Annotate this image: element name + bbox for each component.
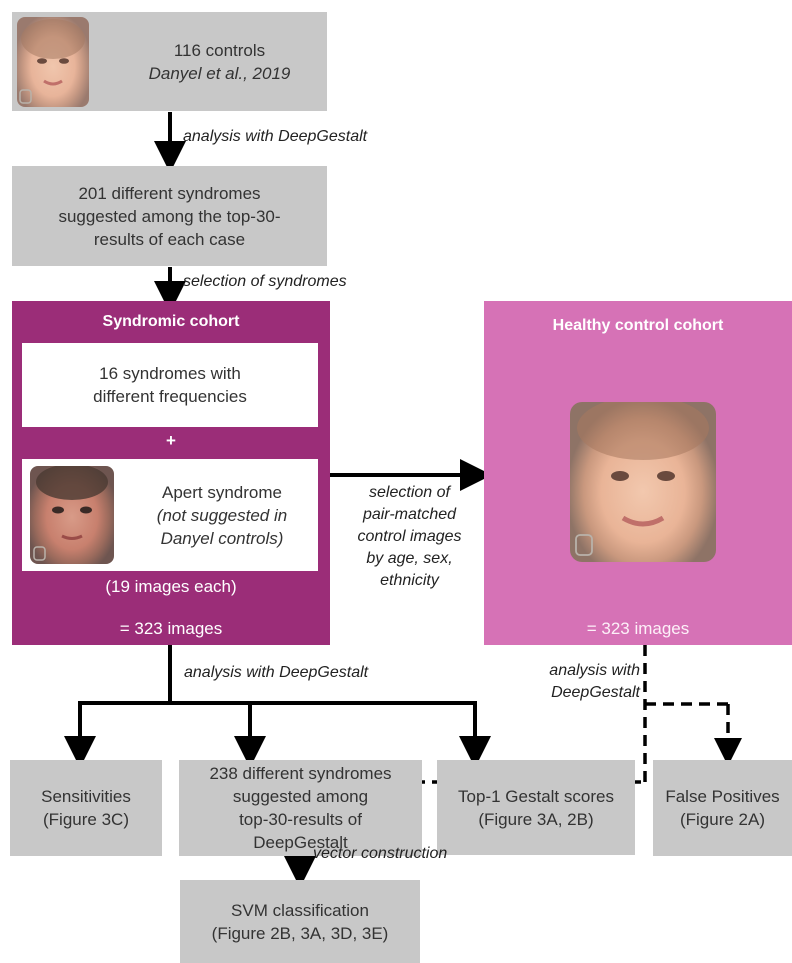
healthy-cohort-title: Healthy control cohort [552, 317, 724, 334]
syndromes-16-box: 16 syndromes with different frequencies [22, 343, 318, 427]
plus-sign: + [166, 431, 176, 450]
healthy-total: = 323 images [586, 619, 690, 638]
false-positives-box: False Positives (Figure 2A) [653, 760, 792, 856]
sensitivities-box: Sensitivities (Figure 3C) [10, 760, 162, 856]
syndromes-238-box: 238 different syndromes suggested among … [179, 760, 422, 856]
healthy-composite-face-image [570, 402, 716, 562]
svm-classification-box: SVM classification (Figure 2B, 3A, 3D, 3… [180, 880, 420, 963]
healthy-control-cohort-panel: Healthy control cohort = 323 images [484, 301, 792, 645]
syndromes-201-box: 201 different syndromes suggested among … [12, 166, 327, 266]
matching-criteria-label: selection of pair-matched control images… [357, 484, 462, 589]
step-label-selection: selection of syndromes [183, 273, 347, 290]
apert-syndrome-box: Apert syndrome (not suggested in Danyel … [22, 459, 318, 571]
controls-composite-face-image [17, 17, 89, 107]
step-label-vector: vector construction [313, 845, 448, 862]
controls-count: 116 controls [173, 40, 266, 60]
step-label-analysis-1: analysis with DeepGestalt [183, 128, 368, 145]
apert-title: Apert syndrome [162, 482, 282, 502]
controls-citation: Danyel et al., 2019 [148, 63, 291, 83]
images-each-label: (19 images each) [105, 577, 237, 596]
step-label-analysis-3: analysis with DeepGestalt [549, 662, 640, 701]
step-label-analysis-2: analysis with DeepGestalt [184, 664, 369, 681]
syndromic-cohort-panel: Syndromic cohort 16 syndromes with diffe… [12, 301, 330, 645]
syndromic-cohort-title: Syndromic cohort [102, 313, 240, 330]
apert-composite-face-image [30, 466, 114, 564]
top1-gestalt-box: Top-1 Gestalt scores (Figure 3A, 2B) [437, 760, 635, 855]
syndromic-total: = 323 images [119, 619, 223, 638]
